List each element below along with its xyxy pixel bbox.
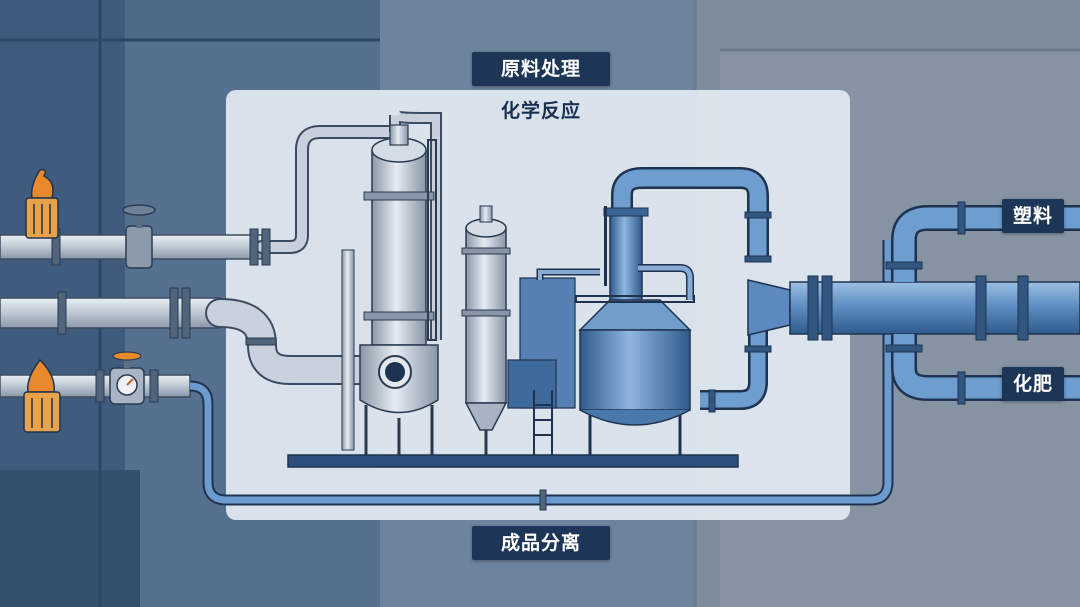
flame-icon: [23, 358, 61, 433]
reactor-column-icon: [341, 110, 442, 455]
label-product-separation: 成品分离: [472, 526, 610, 560]
label-raw-processing: 原料处理: [472, 52, 610, 86]
outlet-pipes: [747, 201, 1080, 405]
tank-icon: [507, 167, 772, 455]
pressure-gauge-icon: [109, 351, 145, 405]
flame-icon: [25, 168, 59, 239]
inlet-pipes: [0, 125, 894, 511]
label-chemical-reaction: 化学反应: [500, 100, 581, 122]
label-plastic: 塑料: [1002, 199, 1064, 233]
label-fertilizer: 化肥: [1002, 367, 1064, 401]
valve-icon: [122, 204, 156, 269]
reactor-column-icon: [461, 205, 511, 455]
equipment-base: [287, 454, 739, 468]
